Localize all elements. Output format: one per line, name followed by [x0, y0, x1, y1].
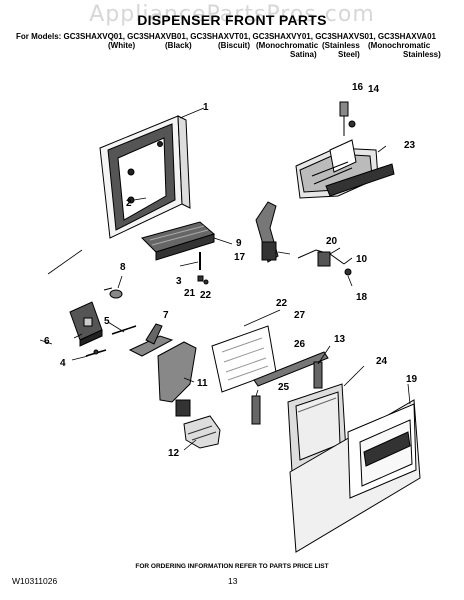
part-rod-screw	[85, 325, 137, 357]
part-motor	[69, 301, 103, 347]
callout-20: 20	[326, 236, 338, 247]
callout-22-top: 22	[200, 290, 212, 301]
variant-white: (White)	[108, 41, 136, 50]
callout-19: 19	[406, 374, 418, 385]
callout-12: 12	[168, 448, 180, 459]
callout-22-bottom: 22	[276, 298, 288, 309]
variant-satina: Satina)	[290, 50, 317, 59]
variant-stainless: (Stainless	[322, 41, 360, 50]
watermark: AppliancePartsPros.com	[89, 2, 375, 27]
part-housing	[99, 115, 191, 239]
callout-21: 21	[184, 288, 196, 299]
callout-7: 7	[163, 310, 169, 321]
callout-27: 27	[294, 310, 306, 321]
callout-25: 25	[278, 382, 290, 393]
variant-black: (Black)	[165, 41, 192, 50]
callout-17: 17	[234, 252, 246, 263]
variant-steel: Steel)	[338, 50, 360, 59]
ordering-note: FOR ORDERING INFORMATION REFER TO PARTS …	[135, 563, 329, 570]
callout-23: 23	[404, 140, 416, 151]
callout-6: 6	[44, 336, 50, 347]
part-solenoid	[103, 287, 123, 299]
part-bracket	[128, 323, 174, 357]
callout-3: 3	[176, 276, 182, 287]
variant-monochromatic: (Monochromatic	[256, 41, 319, 50]
leader-lines	[39, 107, 411, 451]
callout-9: 9	[236, 238, 242, 249]
part-chute	[157, 341, 221, 449]
part-fasteners	[197, 252, 209, 285]
callout-1: 1	[203, 102, 209, 113]
callout-2: 2	[126, 198, 132, 209]
callout-10: 10	[356, 254, 368, 265]
callout-26: 26	[294, 339, 306, 350]
variant-stainless-close: Stainless)	[403, 50, 441, 59]
models-line: For Models: GC3SHAXVQ01, GC3SHAXVB01, GC…	[16, 32, 436, 41]
part-control-housing	[295, 139, 395, 199]
part-drip-tray	[141, 221, 216, 261]
variant-monochromatic-stainless: (Monochromatic	[368, 41, 431, 50]
callout-11: 11	[197, 378, 208, 389]
callout-4: 4	[60, 358, 66, 369]
callout-8: 8	[120, 262, 126, 273]
part-cover-display	[289, 399, 421, 553]
callout-16: 16	[352, 82, 364, 93]
variant-biscuit: (Biscuit)	[218, 41, 250, 50]
part-light-bars	[251, 351, 329, 425]
callout-13: 13	[334, 334, 346, 345]
callout-5: 5	[104, 316, 110, 327]
callout-18: 18	[356, 292, 368, 303]
part-ice-lever	[297, 249, 352, 276]
callout-14: 14	[368, 84, 380, 95]
part-actuator-lever	[255, 201, 279, 263]
callout-24: 24	[376, 356, 388, 367]
page-number: 13	[228, 576, 238, 586]
part-clip-screw	[339, 101, 356, 136]
document-id: W10311026	[12, 576, 58, 586]
page-title: DISPENSER FRONT PARTS	[137, 12, 327, 28]
